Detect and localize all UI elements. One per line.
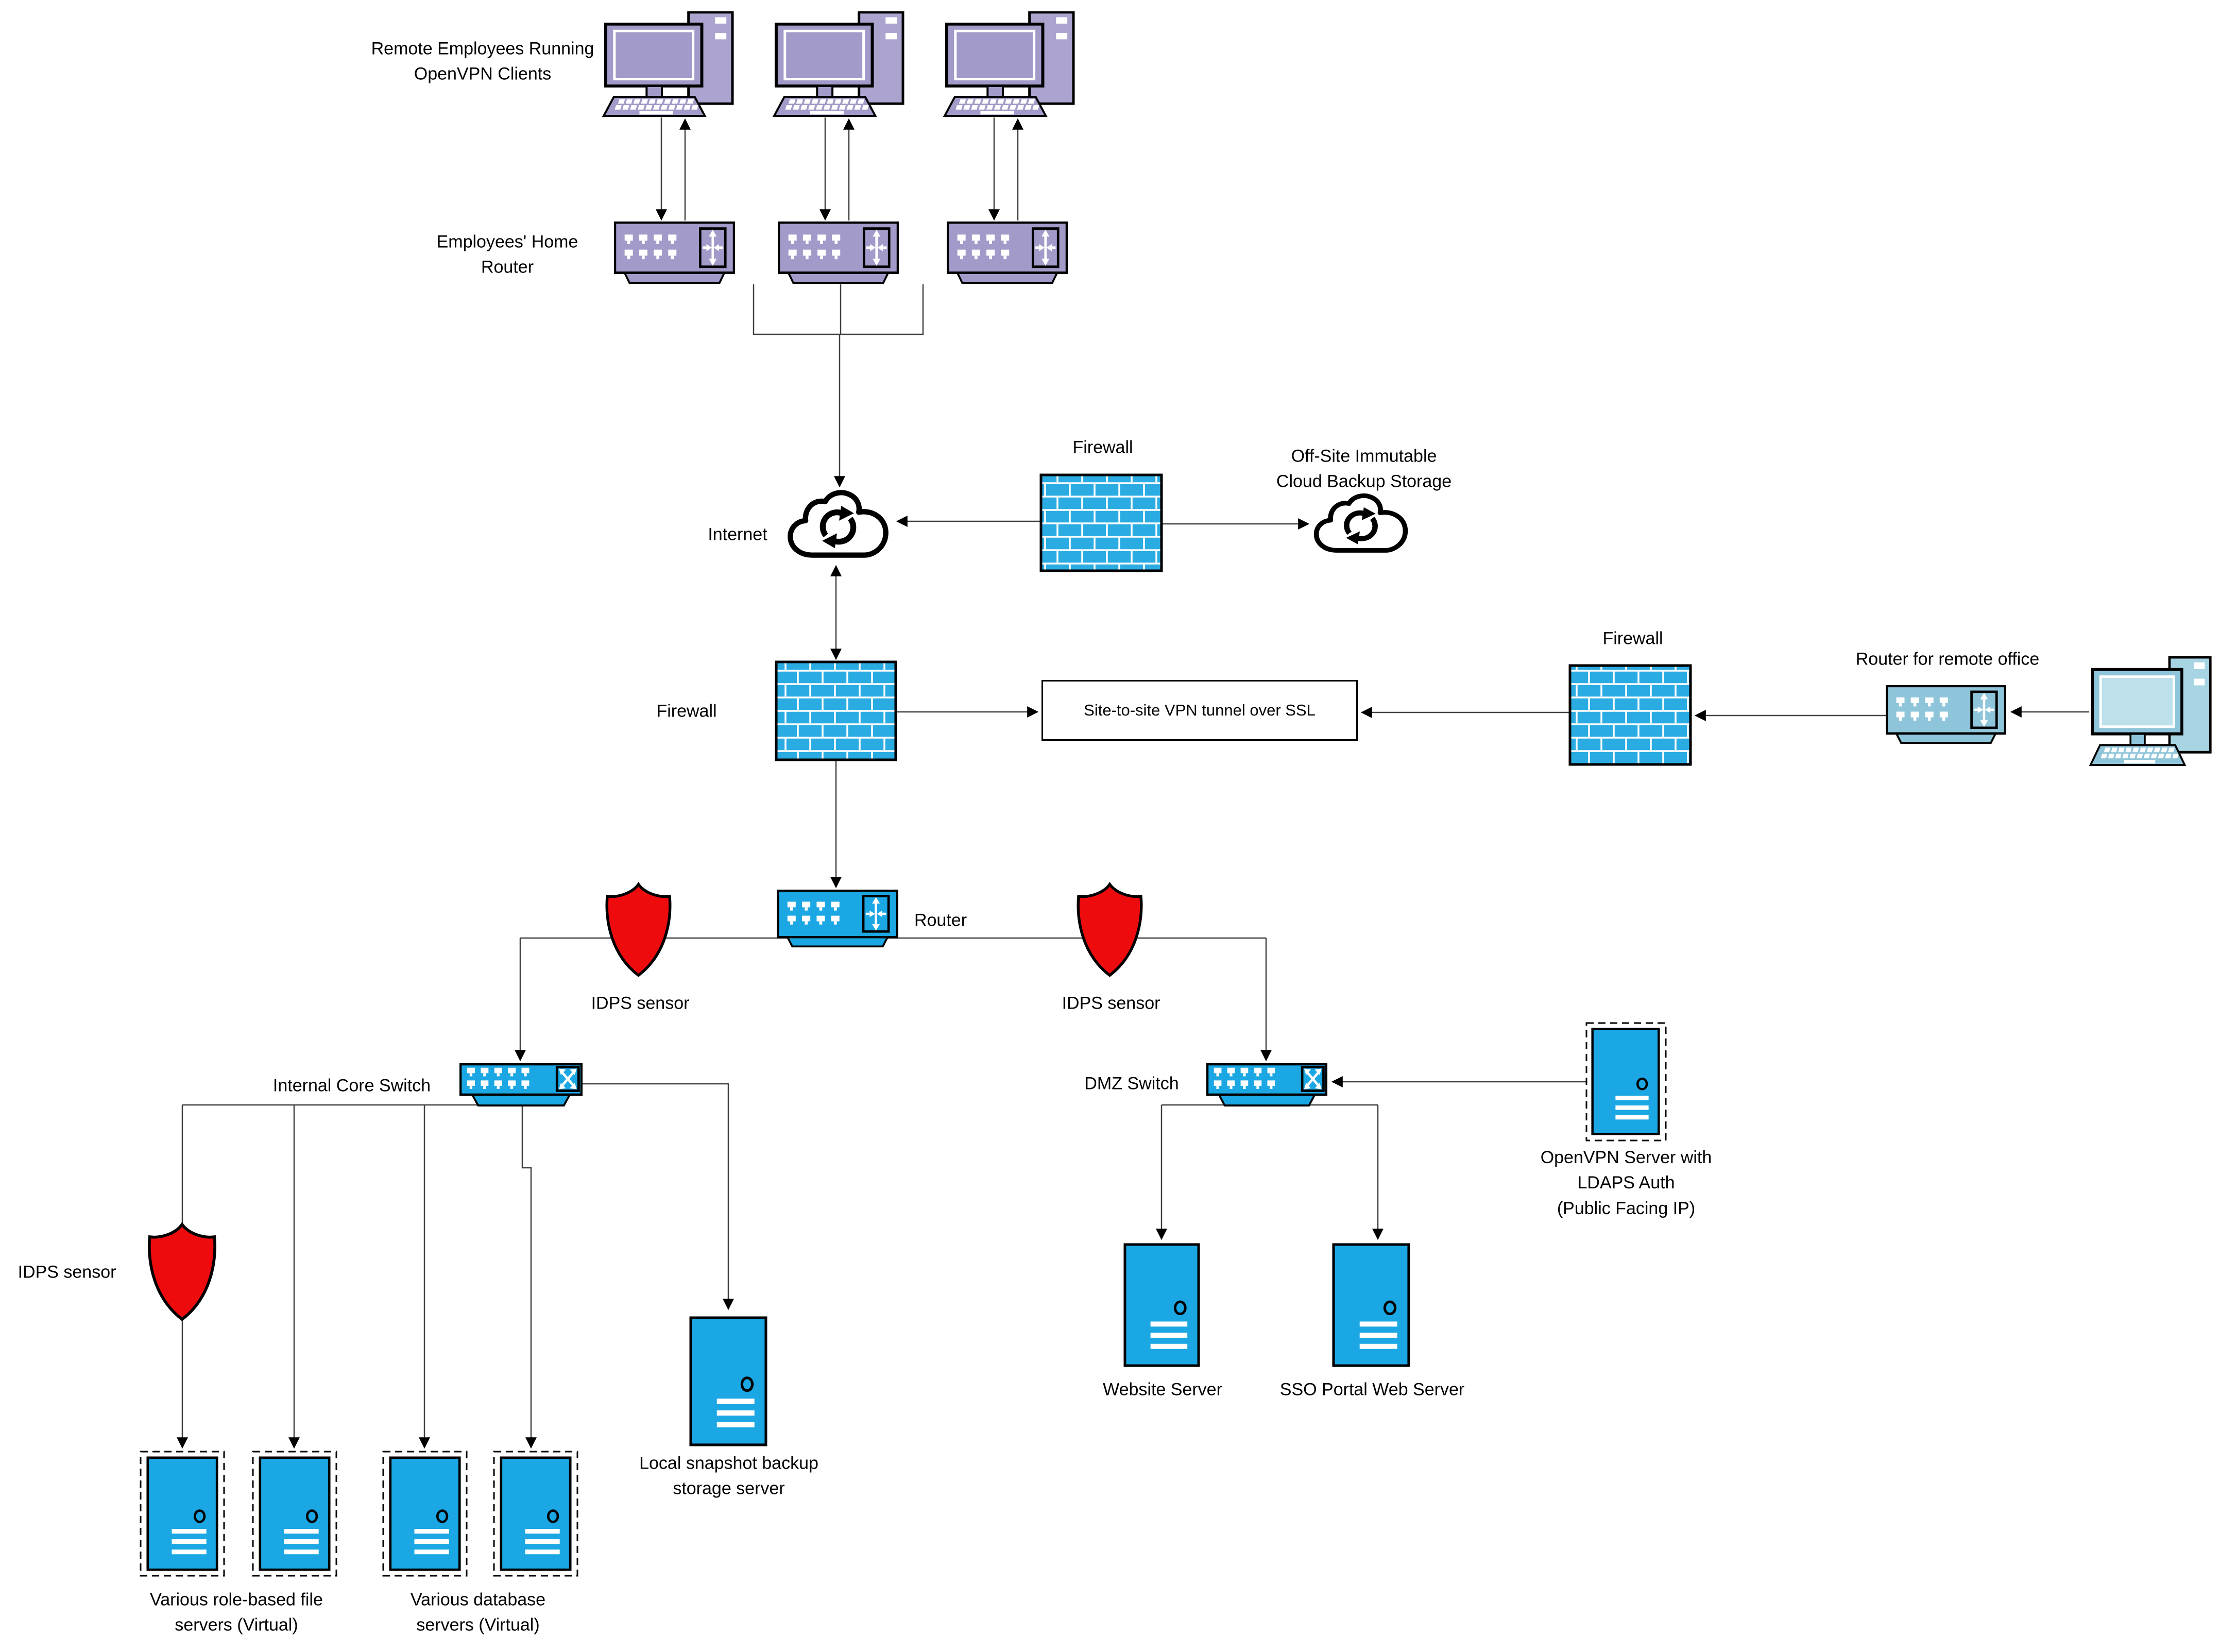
diagram-nodes [140, 12, 2211, 1577]
firewall-top-label: Firewall [1072, 437, 1133, 457]
home-router-icon-1 [615, 223, 734, 283]
db-server-icon-2 [501, 1458, 570, 1570]
remote-office-router-icon [1887, 686, 2005, 743]
vpn-tunnel-box: Site-to-site VPN tunnel over SSL [1041, 680, 1358, 741]
dmz-switch-icon [1207, 1064, 1326, 1105]
website-server-label: Website Server [1103, 1379, 1222, 1400]
sso-portal-server-icon [1334, 1245, 1409, 1366]
remote-employee-computer-icon-1 [604, 12, 732, 116]
backup-storage-server-icon [691, 1318, 766, 1445]
db-server-virtual-boundary-1 [382, 1451, 468, 1577]
firewall-top-icon [1039, 473, 1163, 572]
core-router-label: Router [914, 910, 967, 930]
idps-sensor-label-internal: IDPS sensor [18, 1262, 116, 1282]
home-router-icon-3 [948, 223, 1067, 283]
openvpn-server-icon [1593, 1029, 1659, 1134]
remote-employees-label: Remote Employees Running OpenVPN Clients [371, 39, 594, 84]
db-server-virtual-boundary-2 [493, 1451, 578, 1577]
db-servers-label: Various database servers (Virtual) [410, 1590, 546, 1635]
file-server-virtual-boundary-1 [140, 1451, 225, 1577]
remote-office-router-label: Router for remote office [1855, 649, 2040, 669]
idps-sensor-label-right: IDPS sensor [1062, 993, 1160, 1013]
offsite-backup-label: Off-Site Immutable Cloud Backup Storage [1276, 446, 1452, 491]
remote-employee-computer-icon-2 [774, 12, 903, 116]
remote-office-computer-icon [2091, 657, 2211, 765]
firewall-right-icon [1568, 664, 1692, 766]
remote-employee-computer-icon-3 [945, 12, 1073, 116]
dmz-switch-label: DMZ Switch [1084, 1074, 1179, 1094]
core-router-icon [778, 891, 897, 946]
idps-sensor-label-left: IDPS sensor [591, 993, 690, 1013]
openvpn-server-label: OpenVPN Server with LDAPS Auth (Public F… [1540, 1148, 1712, 1218]
file-servers-label: Various role-based file servers (Virtual… [150, 1590, 323, 1635]
idps-shield-icon-right [1078, 884, 1141, 976]
idps-shield-icon-internal [149, 1224, 215, 1319]
website-server-icon [1125, 1245, 1199, 1366]
firewall-right-label: Firewall [1602, 628, 1663, 649]
file-server-virtual-boundary-2 [252, 1451, 337, 1577]
vpn-tunnel-label: Site-to-site VPN tunnel over SSL [1084, 701, 1316, 719]
internet-cloud-icon [790, 492, 885, 555]
internal-core-switch-icon [460, 1064, 582, 1105]
offsite-backup-cloud-icon [1317, 496, 1406, 550]
home-router-label: Employees' Home Router [436, 232, 578, 277]
internet-label: Internet [708, 524, 767, 544]
file-server-icon-2 [260, 1458, 329, 1570]
firewall-left-icon [775, 660, 897, 761]
file-server-icon-1 [148, 1458, 217, 1570]
backup-server-label: Local snapshot backup storage server [639, 1453, 818, 1498]
openvpn-server-virtual-boundary [1585, 1022, 1667, 1142]
db-server-icon-1 [390, 1458, 459, 1570]
idps-shield-icon-left [607, 884, 670, 976]
firewall-left-label: Firewall [656, 701, 717, 721]
home-router-icon-2 [779, 223, 898, 283]
internal-core-switch-label: Internal Core Switch [272, 1076, 431, 1096]
sso-portal-server-label: SSO Portal Web Server [1279, 1379, 1465, 1400]
